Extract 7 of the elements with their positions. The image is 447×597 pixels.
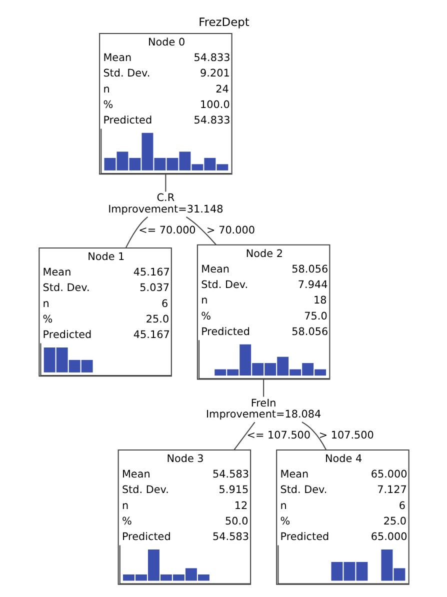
node-text: C.R Improvement=31.148 xyxy=(108,192,223,216)
node-text: FreIn Improvement=18.084 xyxy=(206,397,321,421)
edge-label: > 70.000 xyxy=(206,224,254,236)
edge-label: <= 70.000 xyxy=(138,224,196,236)
edge-label: <= 107.500 xyxy=(246,430,310,442)
diagram-title: FrezDept xyxy=(198,14,249,29)
edge-label: > 107.500 xyxy=(318,430,374,442)
